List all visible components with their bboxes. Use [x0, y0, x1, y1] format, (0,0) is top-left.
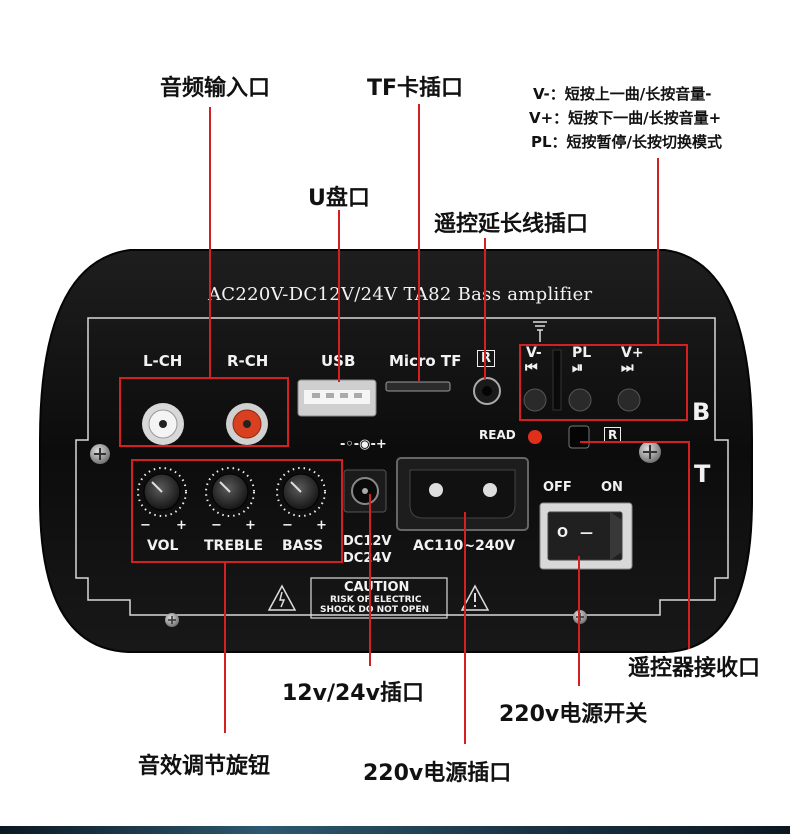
callout-button-help-2: V+：短按下一曲/长按音量+ — [529, 109, 722, 127]
treble-plus: + — [245, 518, 256, 533]
callout-tf-slot: TF卡插口 — [367, 76, 464, 101]
highlight-buttons-box — [519, 344, 688, 421]
label-v-minus: V- — [526, 345, 542, 361]
label-rch: R-CH — [227, 352, 269, 370]
screw-bottom-left — [165, 613, 179, 627]
label-on: ON — [601, 480, 623, 495]
callout-power-switch: 220v电源开关 — [499, 702, 648, 727]
usb-port — [297, 379, 377, 417]
label-pl: PL — [572, 345, 592, 361]
switch-i-mark: — — [580, 526, 593, 541]
label-treble: TREBLE — [204, 538, 264, 554]
knob-treble — [205, 467, 255, 517]
caution-box — [310, 577, 448, 619]
callout-button-help-3: PL：短按暂停/长按切换模式 — [531, 133, 723, 151]
switch-o-mark: O — [557, 526, 569, 541]
label-bass: BASS — [282, 538, 324, 554]
knob-bass — [276, 467, 326, 517]
leader-buttons — [657, 158, 659, 344]
dc-polarity-symbol: -◦-◉-+ — [340, 437, 387, 452]
antenna-symbol — [533, 321, 547, 342]
leader-dc-jack — [369, 494, 371, 666]
prev-icon: ⏮ — [525, 360, 538, 376]
button-prev — [523, 388, 547, 412]
callout-ac-socket: 220v电源插口 — [363, 761, 512, 786]
label-read: READ — [479, 428, 516, 442]
leader-audio-input — [209, 107, 211, 377]
leader-knobs — [224, 563, 226, 733]
button-divider — [552, 349, 562, 411]
leader-remote-ext — [484, 238, 486, 380]
label-off: OFF — [543, 480, 572, 495]
label-v-plus: V+ — [621, 345, 644, 361]
callout-usb-port: U盘口 — [308, 186, 370, 211]
callout-audio-input: 音频输入口 — [160, 76, 271, 101]
panel-title: AC220V-DC12V/24V TA82 Bass amplifier — [208, 284, 593, 305]
rocker-switch — [539, 502, 633, 570]
treble-minus: − — [211, 518, 222, 533]
callout-ir-receiver: 遥控器接收口 — [628, 656, 761, 681]
panel-inner-border — [75, 317, 729, 616]
bottom-decor-strip — [0, 826, 790, 834]
read-led — [528, 430, 542, 444]
screw-right — [639, 441, 661, 463]
leader-ac-socket — [464, 512, 466, 744]
microtf-slot — [385, 381, 451, 392]
ir-receiver-window — [568, 425, 590, 449]
vol-plus: + — [176, 518, 187, 533]
rca-left-white — [142, 403, 184, 445]
vol-minus: − — [140, 518, 151, 533]
callout-button-help-1: V-：短按上一曲/长按音量- — [533, 85, 712, 103]
label-bt-b: B — [692, 398, 711, 426]
bass-minus: − — [282, 518, 293, 533]
ac-socket — [396, 457, 529, 531]
screw-bottom-right — [573, 610, 587, 624]
label-microtf: Micro TF — [389, 352, 462, 370]
highlight-knobs-box — [131, 459, 343, 563]
callout-knobs: 音效调节旋钮 — [138, 754, 271, 779]
knob-vol — [137, 467, 187, 517]
label-r-mark-1: R — [477, 350, 496, 367]
button-play — [568, 388, 592, 412]
caution-line1: RISK OF ELECTRIC — [330, 595, 422, 605]
leader-tf — [418, 104, 420, 382]
label-vol: VOL — [147, 538, 179, 554]
warning-triangle-right — [460, 584, 490, 611]
remote-ext-jack — [473, 377, 501, 405]
label-lch: L-CH — [143, 352, 183, 370]
dc-jack — [343, 469, 387, 513]
warning-triangle-left — [267, 584, 297, 611]
rca-right-red — [226, 403, 268, 445]
highlight-rca-box — [119, 377, 289, 447]
callout-dc-jack: 12v/24v插口 — [282, 681, 424, 706]
screw-left — [90, 444, 110, 464]
caution-title: CAUTION — [344, 580, 410, 595]
label-bt-t: T — [694, 460, 711, 488]
next-icon: ⏭ — [621, 360, 634, 376]
play-pause-icon: ⏯ — [572, 360, 584, 376]
button-next — [617, 388, 641, 412]
leader-usb — [338, 210, 340, 382]
leader-ir-v — [688, 441, 690, 649]
bass-plus: + — [316, 518, 327, 533]
leader-power-switch — [578, 556, 580, 686]
label-dc24v: DC24V — [343, 551, 392, 566]
caution-line2: SHOCK DO NOT OPEN — [320, 605, 430, 615]
leader-ir-h — [580, 441, 690, 443]
callout-remote-ext: 遥控延长线插口 — [434, 212, 589, 237]
label-dc12v: DC12V — [343, 534, 392, 549]
